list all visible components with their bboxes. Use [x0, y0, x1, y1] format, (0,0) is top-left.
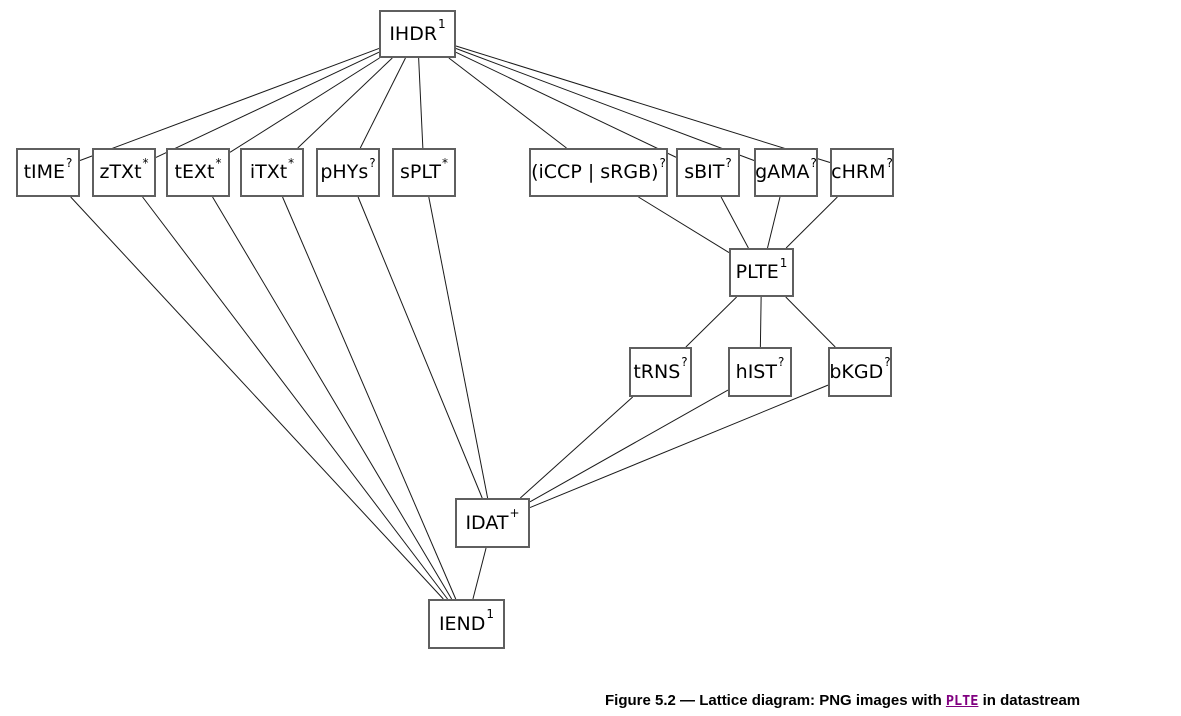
node-label: iTXt — [249, 161, 288, 183]
edge-PLTE-hIST — [759, 296, 762, 348]
edge-hIST-IDAT — [529, 389, 729, 503]
node-cardinality: * — [215, 155, 222, 170]
node-IDAT: IDAT+ — [455, 498, 530, 548]
node-sBIT: sBIT? — [676, 148, 740, 197]
edge-zTXt-IEND — [142, 196, 448, 600]
node-gAMA: gAMA? — [754, 148, 818, 197]
edge-tRNS-IDAT — [519, 396, 634, 499]
node-cardinality: * — [288, 155, 295, 170]
node-label: cHRM — [831, 161, 886, 183]
node-label: PLTE — [735, 261, 779, 283]
node-cardinality: ? — [659, 155, 666, 170]
plte-link[interactable]: PLTE — [945, 693, 979, 709]
edge-PLTE-bKGD — [785, 296, 836, 348]
node-hIST: hIST? — [728, 347, 792, 397]
node-cardinality: + — [509, 506, 520, 520]
node-tEXt: tEXt* — [166, 148, 230, 197]
node-label: IEND — [438, 612, 486, 635]
edge-IHDR-tEXt — [229, 57, 380, 153]
node-tIME: tIME? — [16, 148, 80, 197]
caption-prefix: Figure 5.2 — Lattice diagram: PNG images… — [605, 692, 946, 709]
node-label: sPLT — [400, 161, 441, 183]
node-label: gAMA — [755, 161, 810, 183]
node-label: tEXt — [174, 161, 215, 183]
edge-bKGD-IDAT — [529, 384, 829, 509]
edge-IHDR-gAMA — [455, 48, 755, 161]
node-label: tRNS — [633, 360, 681, 383]
edge-tEXt-IEND — [212, 196, 453, 600]
node-cardinality: ? — [369, 155, 376, 170]
node-cardinality: ? — [777, 355, 785, 369]
node-label: pHYs — [320, 161, 369, 183]
edge-iTXt-IEND — [282, 196, 457, 600]
node-cardinality: 1 — [486, 607, 495, 621]
edge-iCCP_sRGB-PLTE — [638, 196, 730, 253]
node-cardinality: 1 — [779, 255, 788, 270]
edge-IHDR-cHRM — [455, 45, 831, 164]
node-cardinality: ? — [810, 155, 817, 170]
node-label: hIST — [735, 360, 777, 383]
node-label: sBIT — [684, 161, 725, 183]
node-cardinality: * — [142, 155, 149, 170]
node-cardinality: ? — [725, 155, 732, 170]
node-label: tIME — [23, 161, 66, 183]
edge-sPLT-IDAT — [428, 196, 489, 499]
node-bKGD: bKGD? — [828, 347, 892, 397]
caption-suffix: in datastream — [978, 692, 1081, 709]
edge-IHDR-iCCP_sRGB — [448, 57, 567, 149]
node-label: zTXt — [99, 161, 142, 183]
edge-IDAT-IEND — [472, 547, 487, 600]
edge-PLTE-tRNS — [685, 296, 737, 348]
edge-IHDR-sBIT — [455, 51, 677, 158]
node-cardinality: * — [441, 155, 448, 170]
node-cardinality: ? — [66, 155, 73, 170]
node-cardinality: 1 — [438, 17, 446, 31]
node-cHRM: cHRM? — [830, 148, 894, 197]
node-label: IDAT — [465, 511, 509, 534]
edge-IHDR-zTXt — [155, 51, 380, 158]
node-label: bKGD — [829, 360, 884, 383]
edge-gAMA-PLTE — [767, 196, 781, 249]
node-cardinality: ? — [886, 155, 893, 170]
node-iTXt: iTXt* — [240, 148, 304, 197]
edge-IHDR-pHYs — [359, 57, 406, 149]
node-label: IHDR — [389, 22, 438, 45]
node-sPLT: sPLT* — [392, 148, 456, 197]
edge-cHRM-PLTE — [785, 196, 838, 249]
edge-sBIT-PLTE — [720, 196, 749, 249]
node-tRNS: tRNS? — [629, 347, 692, 397]
node-zTXt: zTXt* — [92, 148, 156, 197]
node-cardinality: ? — [681, 355, 688, 369]
edge-pHYs-IDAT — [357, 196, 483, 499]
edge-tIME-IEND — [70, 196, 444, 600]
node-cardinality: ? — [884, 355, 891, 369]
edge-IHDR-sPLT — [418, 57, 424, 149]
node-iCCP_sRGB: (iCCP | sRGB)? — [529, 148, 668, 197]
figure-caption: Figure 5.2 — Lattice diagram: PNG images… — [605, 692, 1080, 709]
edge-IHDR-tIME — [79, 47, 380, 161]
node-pHYs: pHYs? — [316, 148, 380, 197]
node-label: (iCCP | sRGB) — [531, 161, 659, 183]
edge-IHDR-iTXt — [297, 57, 393, 149]
